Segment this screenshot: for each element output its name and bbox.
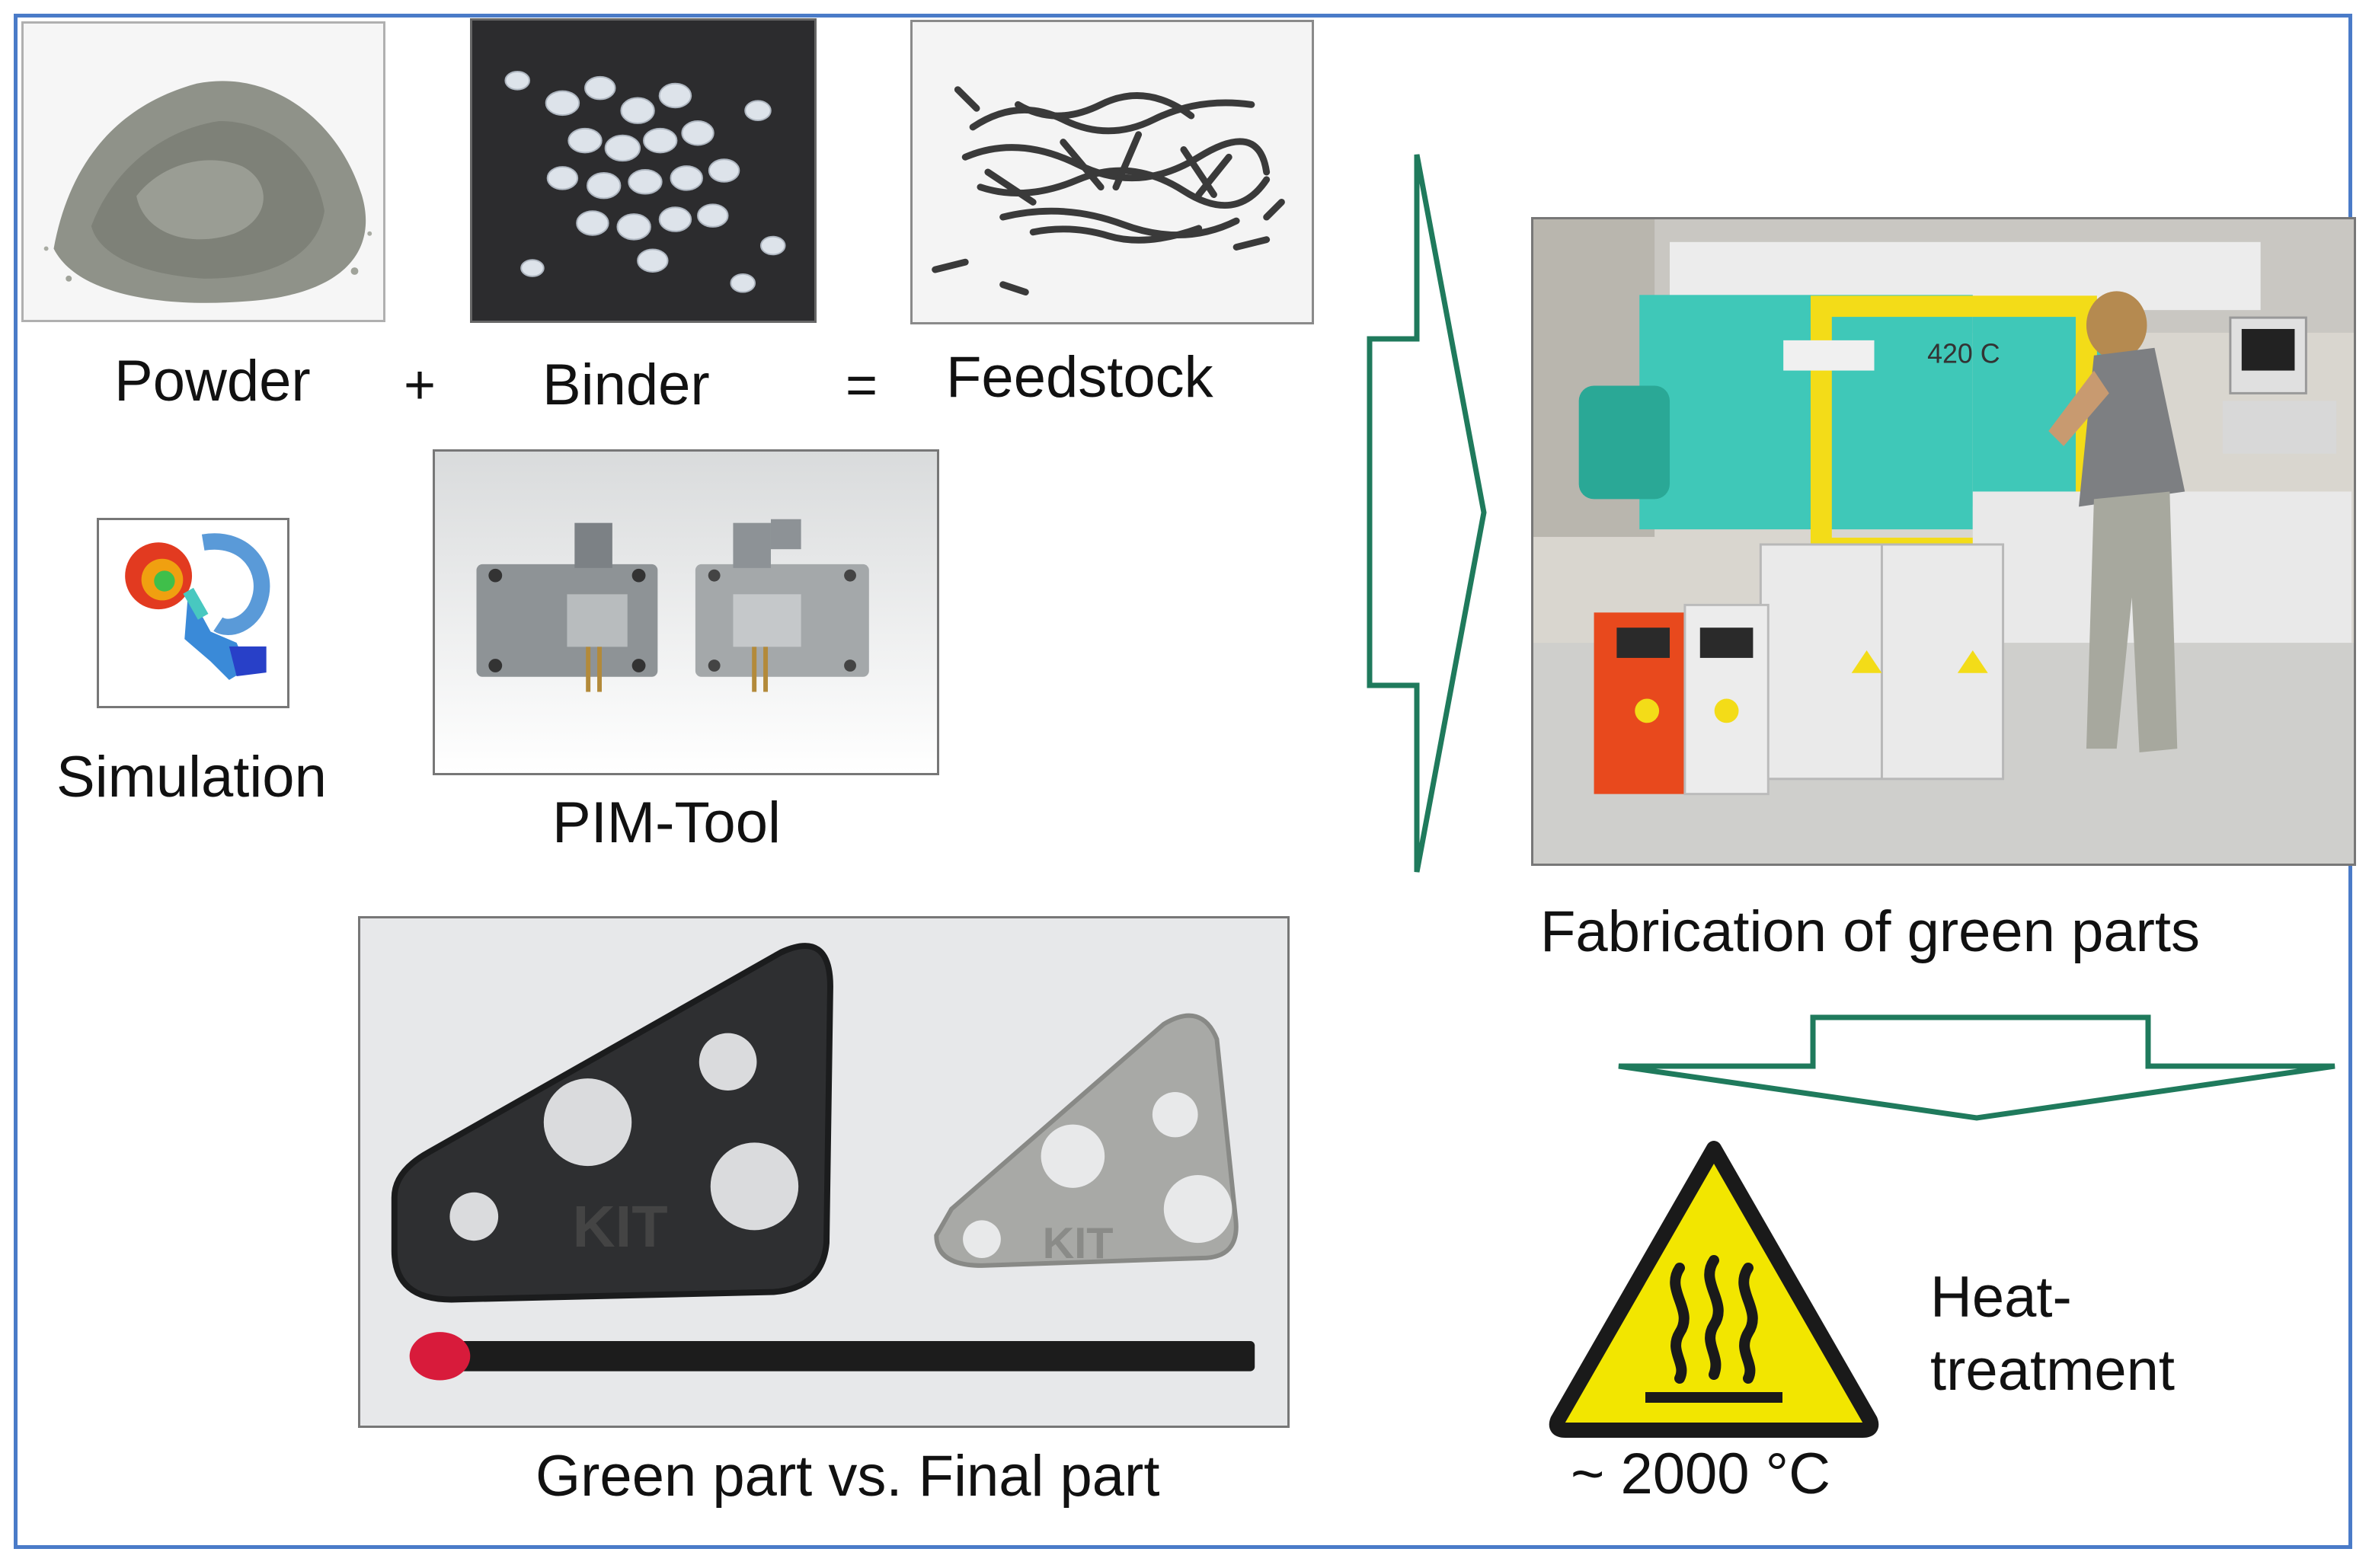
injection-molding-machine-photo: 420 C bbox=[1531, 217, 2356, 866]
feedstock-label: Feedstock bbox=[946, 345, 1213, 410]
process-arrow-right bbox=[1367, 154, 1487, 873]
binder-label: Binder bbox=[542, 353, 710, 417]
feedstock-photo bbox=[910, 20, 1314, 324]
simulation-label: Simulation bbox=[56, 745, 327, 810]
powder-label: Powder bbox=[114, 349, 311, 414]
temperature-label: ~ 2000 °C bbox=[1571, 1442, 1830, 1506]
equals-sign: = bbox=[846, 355, 878, 416]
powder-photo bbox=[21, 21, 385, 322]
fabrication-label: Fabrication of green parts bbox=[1540, 899, 2201, 964]
final-part-logo: KIT bbox=[1043, 1219, 1114, 1268]
heat-label-line2: treatment bbox=[1930, 1338, 2176, 1403]
heat-label-line1: Heat- bbox=[1930, 1265, 2072, 1330]
green-vs-final-photo: KIT KIT bbox=[358, 916, 1290, 1428]
binder-photo bbox=[470, 18, 817, 323]
plus-sign: + bbox=[404, 355, 436, 416]
machine-model-text: 420 C bbox=[1927, 339, 2000, 369]
process-arrow-down bbox=[1618, 1014, 2335, 1121]
simulation-image bbox=[97, 518, 289, 708]
pim-tool-label: PIM-Tool bbox=[552, 790, 781, 855]
green-vs-final-label: Green part vs. Final part bbox=[536, 1444, 1160, 1509]
green-part-logo: KIT bbox=[573, 1194, 668, 1260]
pim-tool-photo bbox=[433, 449, 939, 775]
hot-surface-warning-icon bbox=[1549, 1141, 1879, 1438]
